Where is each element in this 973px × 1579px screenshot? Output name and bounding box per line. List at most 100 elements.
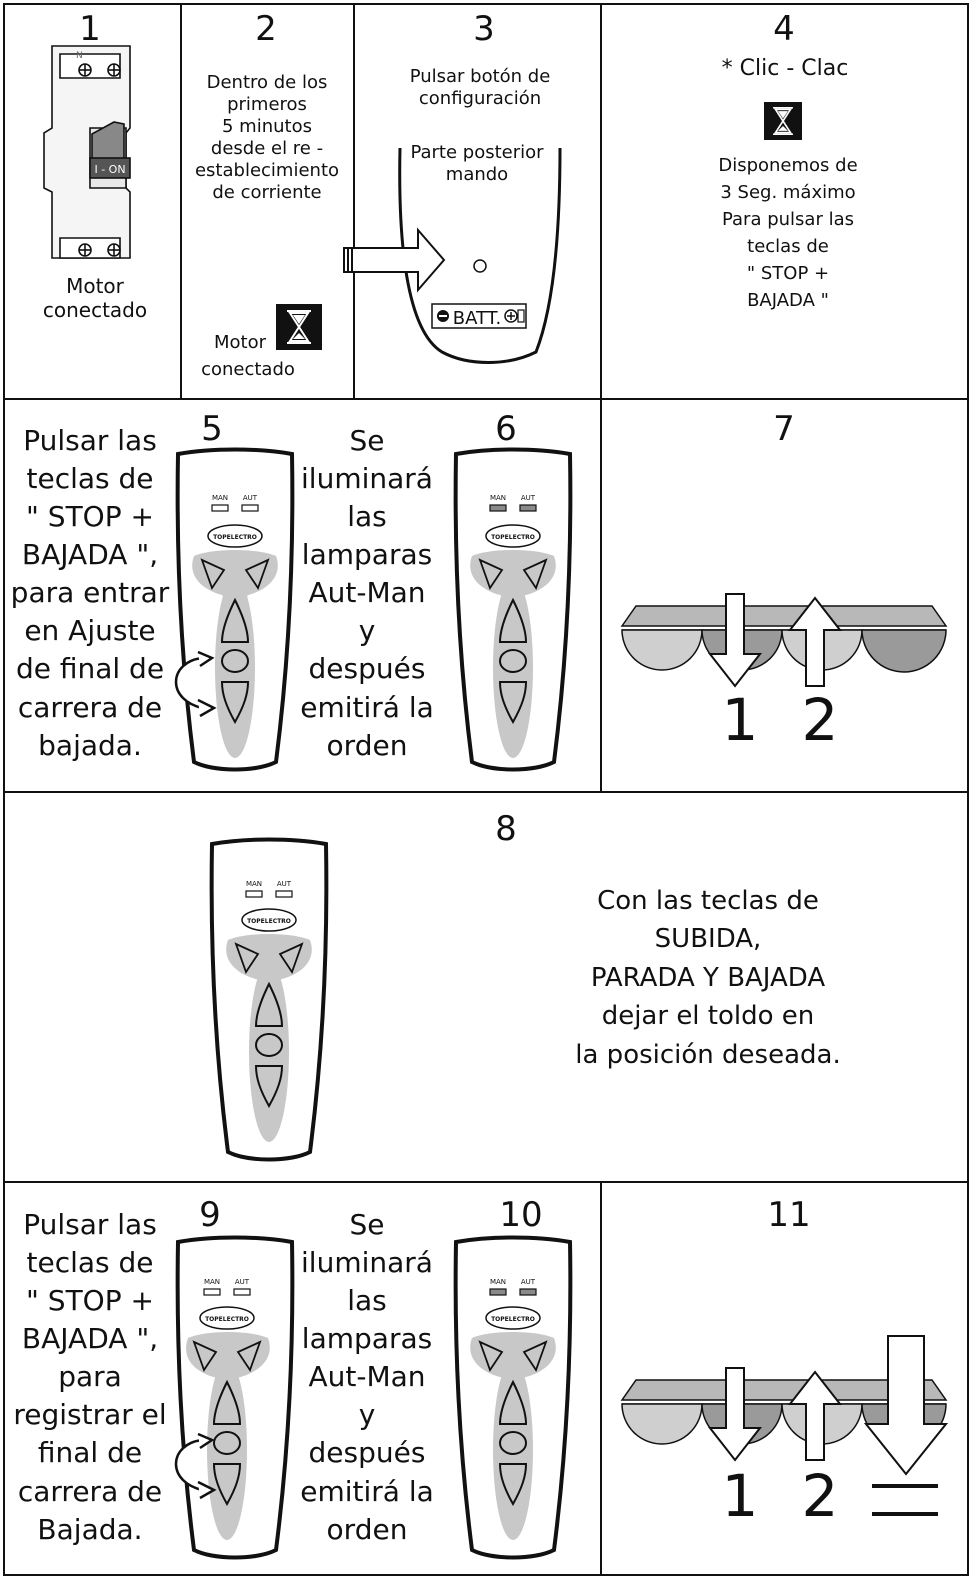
text-line: 5 minutos [222, 115, 312, 137]
led-man-label: MAN [212, 494, 228, 502]
stop-button-icon[interactable] [213, 1431, 241, 1455]
instruction-text: Disponemos de 3 Seg. máximo Para pulsar … [640, 152, 936, 314]
remote-control: MAN AUT TOPELECTRO [450, 1235, 576, 1566]
stop-button-icon[interactable] [255, 1033, 283, 1057]
text-line: registrar el [13, 1398, 167, 1432]
text-line: " STOP + [26, 1284, 154, 1318]
led-aut-label: AUT [277, 880, 292, 888]
led-aut-label: AUT [235, 1278, 250, 1286]
text-line: la posición deseada. [575, 1039, 841, 1070]
text-line: Dentro de los [206, 72, 328, 93]
stop-button-icon[interactable] [221, 649, 249, 673]
arrow-label-2: 2 [802, 686, 839, 754]
step-number: 10 [499, 1195, 543, 1235]
text-line: carrera de [17, 690, 163, 724]
text-line: después [308, 1436, 426, 1470]
down-button-icon[interactable] [498, 1463, 528, 1507]
down-button-icon[interactable] [220, 681, 250, 725]
back-label: Parte posterior mando [402, 142, 552, 186]
battery-label: BATT. [453, 308, 502, 329]
page-frame [3, 3, 969, 1576]
row-divider-1 [3, 398, 969, 400]
text-line: " STOP + [746, 263, 830, 284]
text-line: orden [326, 1512, 408, 1546]
right-button-icon[interactable] [244, 558, 270, 590]
instruction-text: Se iluminará las lamparas Aut-Man y desp… [294, 422, 440, 765]
remote-control: MAN AUT TOPELECTRO [172, 1235, 298, 1566]
text-line: 3 Seg. máximo [720, 182, 856, 203]
remote-control: MAN AUT TOPELECTRO [206, 837, 332, 1168]
step-number: 9 [199, 1195, 221, 1235]
left-button-icon[interactable] [192, 1340, 218, 1372]
up-button-icon[interactable] [220, 597, 250, 643]
down-button-icon[interactable] [212, 1463, 242, 1507]
down-button-icon[interactable] [254, 1065, 284, 1109]
text-line: de corriente [212, 181, 322, 203]
text-line: Se [349, 1208, 385, 1241]
left-button-icon[interactable] [200, 558, 226, 590]
left-button-icon[interactable] [234, 942, 260, 974]
text-line: final de [37, 1436, 143, 1470]
step-number: 7 [773, 409, 795, 449]
instruction-text: Con las teclas de SUBIDA, PARADA Y BAJAD… [530, 882, 886, 1074]
text-line: de final de [15, 652, 165, 686]
brand-label: TOPELECTRO [491, 1316, 535, 1323]
left-button-icon[interactable] [478, 558, 504, 590]
led-aut [233, 1288, 251, 1296]
text-line: Parte posterior [410, 142, 544, 163]
led-man [489, 1288, 507, 1296]
up-button-icon[interactable] [254, 981, 284, 1027]
right-button-icon[interactable] [522, 558, 548, 590]
text-line: emitirá la [300, 1474, 434, 1508]
brand-label: TOPELECTRO [247, 918, 291, 925]
right-button-icon[interactable] [522, 1340, 548, 1372]
click-note: * Clic - Clac [721, 56, 849, 81]
down-button-icon[interactable] [498, 681, 528, 725]
remote-back-outline: BATT. [343, 147, 562, 364]
text-line: BAJADA ", [21, 1322, 159, 1356]
text-line: configuración [418, 87, 542, 109]
text-line: Pulsar botón de [409, 66, 551, 87]
row-divider-2 [3, 791, 969, 793]
text-line: Aut-Man [308, 1360, 426, 1394]
text-line: iluminará [301, 462, 433, 496]
text-line: emitirá la [300, 690, 434, 724]
text-line: iluminará [301, 1246, 433, 1280]
step-number: 2 [255, 9, 277, 49]
text-line: primeros [227, 93, 307, 115]
text-line: teclas de [26, 462, 154, 496]
step-number: 4 [773, 9, 795, 49]
led-man [203, 1288, 221, 1296]
led-aut [519, 1288, 537, 1296]
hourglass-icon [276, 304, 322, 350]
text-line: y [358, 1398, 376, 1432]
terminal-mark: N [76, 51, 83, 61]
left-button-icon[interactable] [478, 1340, 504, 1372]
stop-button-icon[interactable] [499, 649, 527, 673]
text-line: Pulsar las [23, 424, 157, 457]
text-line: " STOP + [26, 500, 154, 534]
up-button-icon[interactable] [498, 597, 528, 643]
led-man [211, 504, 229, 512]
row-divider-3 [3, 1181, 969, 1183]
up-button-icon[interactable] [212, 1379, 242, 1425]
led-man [489, 504, 507, 512]
up-arrow-icon [787, 596, 843, 687]
breaker-icon: I - ON N [43, 45, 131, 259]
text-line: PARADA Y BAJADA [590, 962, 826, 993]
text-line: las [347, 1284, 387, 1318]
stop-button-icon[interactable] [499, 1431, 527, 1455]
up-button-icon[interactable] [498, 1379, 528, 1425]
caption-line: Motor [66, 274, 124, 298]
text-line: y [358, 614, 376, 648]
right-button-icon[interactable] [236, 1340, 262, 1372]
text-line: desde el re - [210, 137, 324, 159]
instruction-text: Pulsar las teclas de " STOP + BAJADA ", … [6, 422, 174, 765]
text-line: dejar el toldo en [601, 1001, 815, 1032]
remote-control: MAN AUT TOPELECTRO [450, 447, 576, 778]
arrow-label-1: 1 [722, 1462, 759, 1530]
bottom-caption-line-2: conectado [201, 359, 295, 380]
instruction-text: Se iluminará las lamparas Aut-Man y desp… [294, 1206, 440, 1549]
right-button-icon[interactable] [278, 942, 304, 974]
text-line: Bajada. [37, 1512, 143, 1546]
